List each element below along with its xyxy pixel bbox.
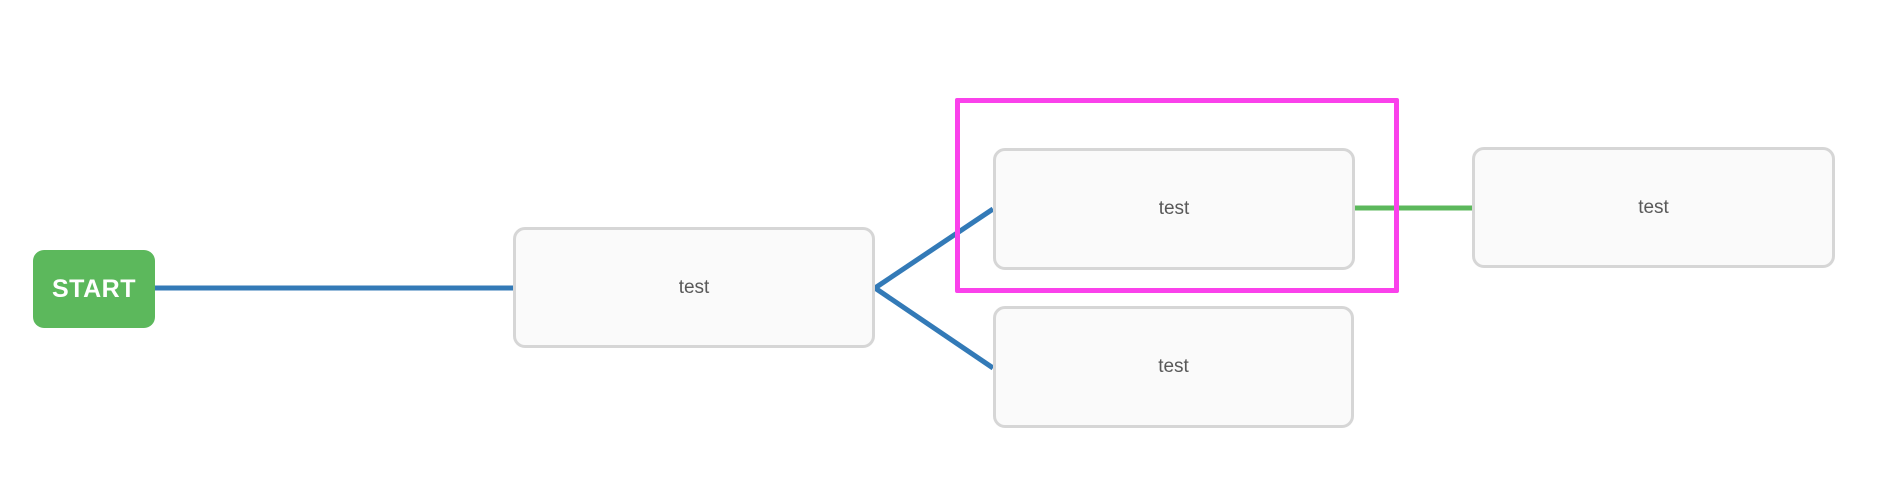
start-node-label: START	[52, 274, 136, 303]
flow-node-label: test	[1638, 196, 1669, 218]
flow-node-1[interactable]: test	[513, 227, 875, 348]
flow-node-label: test	[678, 276, 710, 298]
start-node[interactable]: START	[33, 250, 155, 328]
edge-node-1-to-node-2	[873, 206, 995, 291]
flow-node-label: test	[1158, 198, 1190, 219]
flow-node-2-selected[interactable]: test	[993, 148, 1355, 270]
flow-node-4[interactable]: test	[1472, 147, 1835, 268]
flow-node-3[interactable]: test	[993, 306, 1354, 428]
edge-node-1-to-node-3	[873, 285, 995, 371]
flow-node-label: test	[1158, 356, 1189, 377]
